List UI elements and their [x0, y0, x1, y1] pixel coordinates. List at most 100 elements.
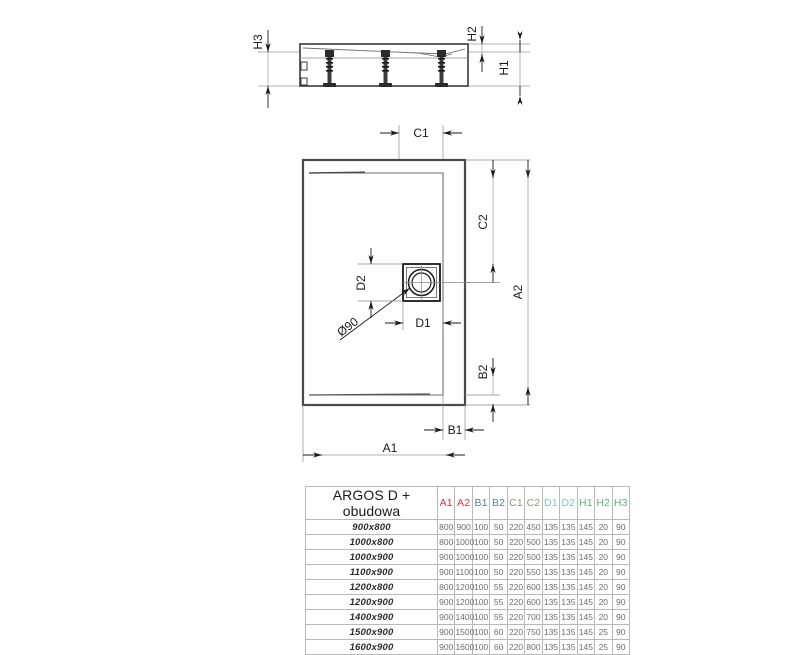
spec-cell-h1: 145 [576, 639, 596, 655]
plan-a1-label: A1 [383, 441, 398, 455]
spec-cell-d2: 135 [559, 534, 578, 550]
spec-col-a1: A1 [436, 486, 456, 520]
spec-cell-h1: 145 [576, 624, 596, 640]
spec-cell-c2: 700 [524, 609, 543, 625]
spec-cell-d1: 135 [541, 594, 561, 610]
spec-cell-b2: 50 [489, 549, 508, 565]
dimension-h2: H2 [465, 26, 485, 72]
spec-cell-h3: 90 [611, 564, 631, 580]
spec-cell-h3: 90 [611, 609, 631, 625]
spec-cell-c2: 450 [524, 519, 543, 535]
elevation-h2-label: H2 [465, 26, 479, 42]
spec-cell-a1: 900 [436, 639, 456, 655]
spec-col-d2: D2 [559, 486, 578, 520]
spec-cell-d1: 135 [541, 519, 561, 535]
spec-cell-a2: 1600 [454, 639, 474, 655]
spec-cell-a2: 1500 [454, 624, 474, 640]
spec-cell-c1: 220 [506, 639, 526, 655]
spec-cell-h2: 20 [594, 549, 613, 565]
spec-cell-a1: 900 [436, 609, 456, 625]
spec-col-h2: H2 [594, 486, 613, 520]
technical-drawing: H3 H2 H1 [251, 26, 531, 462]
spec-col-a2: A2 [454, 486, 473, 520]
spec-cell-h1: 145 [576, 609, 596, 625]
spec-cell-a2: 1200 [454, 594, 474, 610]
spec-cell-b2: 55 [489, 594, 508, 610]
spec-cell-b2: 50 [489, 519, 508, 535]
plan-b1-label: B1 [448, 423, 463, 437]
spec-cell-b2: 50 [489, 534, 508, 550]
spec-col-b1: B1 [471, 486, 491, 520]
spec-cell-b1: 100 [471, 519, 491, 535]
spec-cell-h1: 145 [576, 564, 596, 580]
spec-table-title: ARGOS D + obudowa [305, 486, 438, 520]
spec-col-h3: H3 [611, 486, 631, 520]
leg [435, 50, 448, 87]
spec-cell-c1: 220 [506, 624, 526, 640]
spec-cell-d2: 135 [559, 519, 578, 535]
spec-cell-c1: 220 [506, 609, 526, 625]
spec-cell-a1: 900 [436, 594, 456, 610]
spec-cell-d1: 135 [541, 624, 561, 640]
spec-cell-c2: 800 [524, 639, 543, 655]
spec-col-h1: H1 [576, 486, 596, 520]
spec-row-name: 1500x900 [305, 624, 438, 640]
plan-c2-label: C2 [476, 214, 490, 230]
dimension-c2: C2 [465, 159, 530, 283]
spec-cell-c2: 500 [524, 534, 543, 550]
spec-cell-c2: 500 [524, 549, 543, 565]
spec-cell-d1: 135 [541, 534, 561, 550]
dimension-h3: H3 [251, 30, 271, 108]
spec-cell-a1: 900 [436, 624, 456, 640]
spec-cell-d1: 135 [541, 579, 561, 595]
spec-cell-d1: 135 [541, 639, 561, 655]
spec-cell-b2: 55 [489, 609, 508, 625]
spec-cell-c2: 600 [524, 594, 543, 610]
spec-cell-h2: 20 [594, 519, 613, 535]
spec-cell-h2: 20 [594, 594, 613, 610]
spec-cell-h3: 90 [611, 639, 631, 655]
spec-cell-h3: 90 [611, 594, 631, 610]
spec-cell-a2: 1100 [454, 564, 474, 580]
spec-col-d1: D1 [541, 486, 561, 520]
spec-cell-c2: 750 [524, 624, 543, 640]
spec-cell-b2: 50 [489, 564, 508, 580]
spec-cell-a1: 800 [436, 519, 456, 535]
elevation-h3-label: H3 [251, 34, 265, 50]
dimension-a2: A2 [465, 160, 531, 406]
leg [323, 50, 336, 87]
plan-b2-label: B2 [476, 364, 490, 379]
spec-row-name: 900x800 [305, 519, 438, 535]
spec-cell-c1: 220 [506, 579, 526, 595]
spec-cell-h1: 145 [576, 594, 596, 610]
spec-row-name: 1600x900 [305, 639, 438, 655]
elevation-view: H3 H2 H1 [251, 26, 530, 108]
spec-cell-c2: 550 [524, 564, 543, 580]
spec-cell-b1: 100 [471, 594, 491, 610]
spec-cell-d2: 135 [559, 549, 578, 565]
spec-cell-b1: 100 [471, 609, 491, 625]
spec-cell-h3: 90 [611, 549, 631, 565]
spec-row-name: 1000x800 [305, 534, 438, 550]
spec-cell-h1: 145 [576, 519, 596, 535]
spec-cell-b1: 100 [471, 624, 491, 640]
spec-cell-c2: 600 [524, 579, 543, 595]
elevation-h1-label: H1 [497, 60, 511, 76]
spec-cell-b1: 100 [471, 564, 491, 580]
spec-cell-a2: 1000 [454, 534, 474, 550]
plan-d2-label: D2 [354, 275, 368, 291]
spec-row-name: 1000x900 [305, 549, 438, 565]
spec-cell-d1: 135 [541, 549, 561, 565]
spec-cell-b1: 100 [471, 639, 491, 655]
dimension-b2: B2 [465, 358, 500, 422]
spec-cell-a1: 900 [436, 549, 456, 565]
spec-cell-b1: 100 [471, 549, 491, 565]
spec-cell-a2: 1400 [454, 609, 474, 625]
